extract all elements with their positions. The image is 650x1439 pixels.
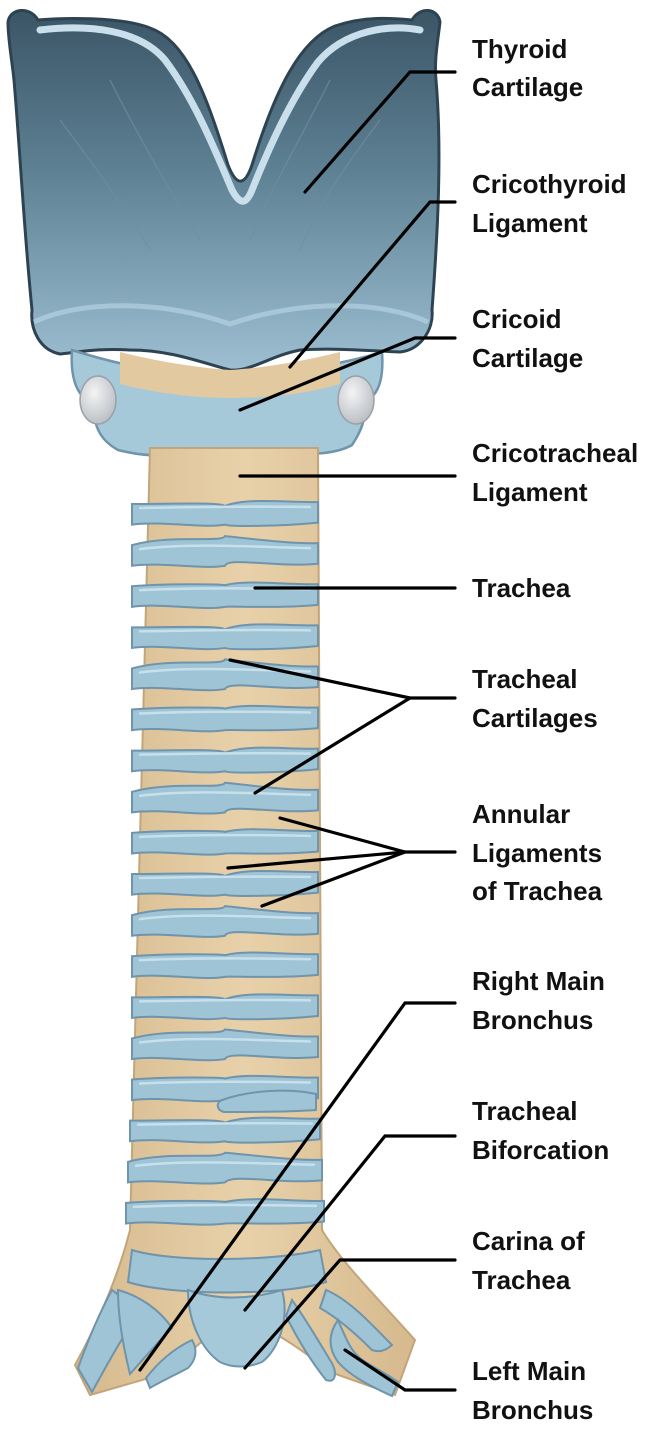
tracheal-ring <box>131 581 319 609</box>
tracheal-ring-highlight <box>138 667 312 674</box>
leader-right-main-bronchus <box>138 1001 457 1372</box>
tracheal-ring <box>125 1198 325 1226</box>
tracheal-ring-highlight <box>138 710 312 715</box>
leader-tracheal-cartilages-b <box>253 696 412 795</box>
tracheal-ring-highlight <box>138 1080 312 1085</box>
tracheal-ring-highlight <box>138 505 312 510</box>
tracheal-ring <box>131 951 319 979</box>
tracheal-ring-highlight <box>138 998 312 1003</box>
tracheal-ring <box>131 828 319 856</box>
tracheal-ring-highlight <box>138 914 312 921</box>
label-thyroid-cartilage: Thyroid Cartilage <box>472 34 583 102</box>
thyroid-cartilage-shape <box>6 9 442 372</box>
labels: Thyroid Cartilage Cricothyroid Ligament … <box>472 34 645 1425</box>
leader-annular-b <box>226 850 407 870</box>
label-trachea: Trachea <box>472 573 571 603</box>
tracheal-ring-highlight <box>138 752 312 756</box>
leader-tracheal-biforcation <box>243 1134 457 1312</box>
tracheal-ring <box>131 704 319 733</box>
label-cricothyroid-ligament: Cricothyroid Ligament <box>472 169 634 238</box>
tracheal-ring-highlight <box>136 1122 314 1126</box>
label-annular-ligaments: Annular Ligaments of Trachea <box>472 799 609 906</box>
tracheal-ring <box>131 781 319 815</box>
tracheal-ring-highlight <box>138 833 312 839</box>
leader-left-main-bronchus <box>343 1348 457 1392</box>
tracheal-ring-highlight <box>134 1161 316 1168</box>
tracheal-ring-highlight <box>138 875 312 880</box>
label-tracheal-cartilages: Tracheal Cartilages <box>472 664 598 733</box>
tracheal-ring-highlight <box>132 1203 318 1209</box>
tracheal-ring-highlight <box>138 791 312 798</box>
label-cricoid-cartilage: Cricoid Cartilage <box>472 304 583 373</box>
label-cricotracheal-ligament: Cricotracheal Ligament <box>472 438 645 507</box>
tracheal-ring-highlight <box>138 1037 312 1044</box>
tracheal-ring-highlight <box>138 957 312 962</box>
leader-cricoid-cartilage <box>238 336 457 412</box>
partial-tracheal-ring <box>216 1089 317 1114</box>
tracheal-ring-highlight <box>138 628 312 633</box>
label-right-main-bronchus: Right Main Bronchus <box>472 966 612 1035</box>
cricoid-cartilage-shape <box>70 348 384 458</box>
tracheal-ring <box>131 535 319 568</box>
tracheal-ring <box>131 905 319 938</box>
leader-lines <box>138 70 457 1392</box>
leader-annular-c <box>260 850 407 908</box>
leader-carina <box>243 1258 457 1370</box>
carina-bronchi-shape <box>76 1248 400 1398</box>
label-tracheal-biforcation: Tracheal Biforcation <box>472 1096 609 1165</box>
leader-cricothyroid-ligament <box>288 200 457 369</box>
tracheal-ring-highlight <box>138 544 312 551</box>
tracheal-ring <box>131 1028 319 1062</box>
label-carina-of-trachea: Carina of Trachea <box>472 1226 592 1295</box>
tracheal-ring <box>127 1151 323 1185</box>
leader-thyroid-cartilage <box>303 70 457 194</box>
label-left-main-bronchus: Left Main Bronchus <box>472 1356 593 1425</box>
